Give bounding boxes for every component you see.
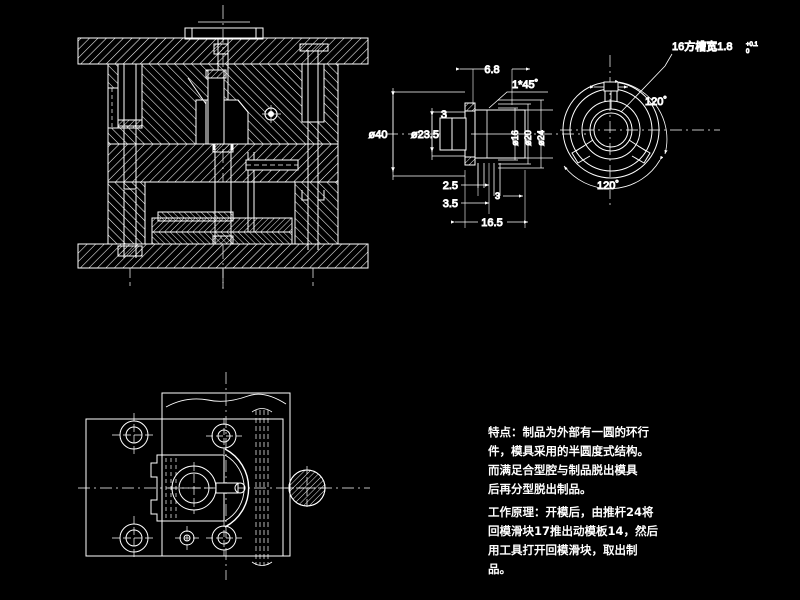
gate-stub bbox=[215, 482, 246, 494]
support-rail-right bbox=[294, 181, 339, 245]
slot-tol-lower: 0 bbox=[746, 49, 750, 55]
dim-label-vert-a: ø16 bbox=[510, 130, 520, 146]
dim-label-vert-c: ø24 bbox=[536, 130, 546, 146]
plan-view bbox=[78, 372, 370, 580]
note-line-5: 工作原理：开模后，由推杆24将 bbox=[488, 505, 654, 519]
chamfer-leader bbox=[488, 91, 548, 109]
part-section-view: ø40 ø23.5 3 bbox=[368, 64, 586, 230]
right-bore-circle bbox=[285, 466, 329, 510]
cavity-arc-inner bbox=[224, 454, 245, 522]
ejector-end-caps bbox=[251, 408, 273, 566]
cavity-arc bbox=[224, 448, 250, 528]
dim-three-five bbox=[461, 163, 490, 214]
dim-label-three-five: 3.5 bbox=[443, 198, 458, 210]
section-view-assembly bbox=[77, 5, 369, 290]
pin-hole-upper bbox=[206, 418, 242, 454]
dim-label-d40: ø40 bbox=[369, 129, 388, 141]
angle-arc-bottom bbox=[563, 155, 664, 189]
note-line-8: 品。 bbox=[488, 562, 511, 576]
note-line-7: 用工具打开回模滑块，取出制 bbox=[487, 543, 638, 557]
dim-six-eight bbox=[456, 67, 530, 105]
return-pin-right bbox=[301, 190, 325, 250]
slider-block-outline bbox=[150, 454, 225, 522]
part-internal-lines bbox=[471, 109, 553, 159]
pin-hole-lower bbox=[206, 520, 242, 556]
note-line-6: 回模滑块17推出动模板14，然后 bbox=[488, 524, 659, 538]
guide-pillar-left-bore bbox=[117, 63, 143, 127]
angle-label-bottom: 120˚ bbox=[597, 180, 619, 192]
slot-tol-upper: +0.1 bbox=[746, 42, 759, 48]
dim-label-d23-5: ø23.5 bbox=[411, 129, 439, 141]
dim-label-six-eight: 6.8 bbox=[484, 64, 499, 76]
mount-hole-top-left bbox=[112, 413, 156, 457]
part-lower-detail bbox=[477, 163, 501, 196]
slider-hidden-lines bbox=[165, 458, 177, 518]
dim-label-small-three: 3 bbox=[495, 191, 500, 201]
note-line-4: 后再分型脱出制品。 bbox=[488, 482, 592, 496]
mount-hole-bottom-left bbox=[112, 516, 156, 560]
return-pin-left bbox=[117, 190, 143, 258]
slot-note-label: 16方槽宽1.8 bbox=[672, 39, 733, 53]
note-line-1: 特点：制品为外部有一圆的环行 bbox=[488, 425, 649, 439]
dim-d40 bbox=[391, 88, 465, 180]
ejector-hidden-lines bbox=[255, 410, 269, 565]
dim-label-three: 3 bbox=[441, 109, 447, 121]
plate-extension bbox=[161, 392, 291, 557]
top-break-profile bbox=[165, 393, 287, 408]
slot-note-leader bbox=[620, 53, 673, 113]
circular-centerlines bbox=[560, 55, 720, 205]
support-rail-left bbox=[107, 181, 146, 245]
sprue-bush-boss bbox=[184, 27, 264, 40]
note-line-2: 件，模具采用的半圆度式结构。 bbox=[488, 444, 649, 458]
lower-insert-block bbox=[157, 211, 234, 222]
dim-label-two-five: 2.5 bbox=[443, 180, 458, 192]
dim-label-sixteen-five: 16.5 bbox=[481, 217, 502, 229]
dim-sixteen-five bbox=[451, 170, 528, 228]
angle-label-top: 120˚ bbox=[645, 96, 667, 108]
angle-pin-wedge bbox=[195, 99, 207, 145]
note-line-3: 而满足合型腔与制品脱出模具 bbox=[488, 463, 638, 477]
ejector-pin-center bbox=[212, 143, 234, 245]
angle-arc-top bbox=[614, 79, 668, 155]
small-pin-hole bbox=[175, 526, 199, 550]
left-side-pocket bbox=[107, 87, 119, 129]
bottom-centerlines bbox=[129, 268, 314, 288]
dim-label-vert-b: ø20 bbox=[523, 130, 533, 146]
core-pin bbox=[207, 69, 225, 145]
dim-label-chamfer: 1*45˚ bbox=[512, 79, 538, 91]
dim-vertical-stack bbox=[498, 99, 544, 169]
notes-block: 特点：制品为外部有一圆的环行 件，模具采用的半圆度式结构。 而满足合型腔与制品脱… bbox=[487, 425, 659, 576]
locating-screw-detail bbox=[262, 105, 281, 123]
guide-pillar-right-bore bbox=[301, 63, 325, 123]
part-circular-view: 120˚ 120˚ 16方槽宽1.8 +0.1 0 bbox=[560, 39, 759, 205]
